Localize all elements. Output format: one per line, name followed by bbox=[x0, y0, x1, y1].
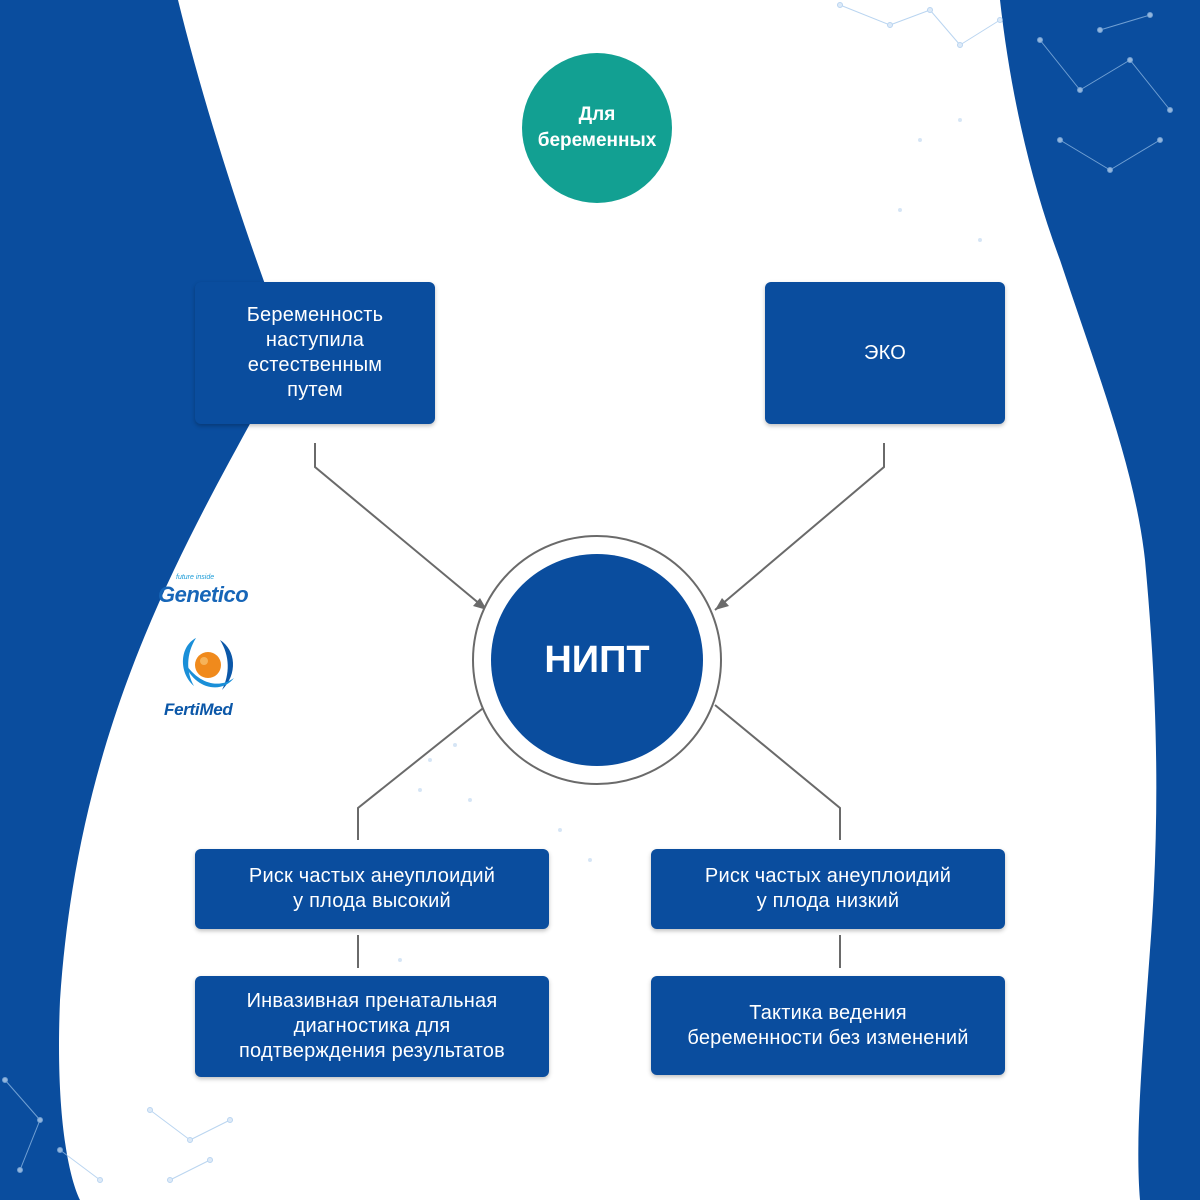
natural-pregnancy-box: Беременность наступила естественным путе… bbox=[195, 282, 435, 424]
arrowhead-right bbox=[715, 598, 729, 610]
fertimed-emblem-icon bbox=[182, 638, 234, 690]
eko-box: ЭКО bbox=[765, 282, 1005, 424]
tactics-box: Тактика ведения беременности без изменен… bbox=[651, 976, 1005, 1075]
connector-nipt-to-high bbox=[357, 704, 488, 840]
connector-nipt-to-low bbox=[714, 704, 841, 840]
nipt-node: НИПТ bbox=[491, 554, 703, 766]
audience-badge: Для беременных bbox=[522, 53, 672, 203]
connectors bbox=[314, 443, 885, 968]
network-decoration-top-right bbox=[837, 2, 1173, 173]
genetico-logo: future inside Genetico bbox=[158, 574, 249, 608]
genetico-tagline: future inside bbox=[176, 574, 215, 581]
connector-eko-to-nipt bbox=[714, 443, 885, 611]
risk-low-box: Риск частых анеуплоидий у плода низкий bbox=[651, 849, 1005, 929]
genetico-wordmark: Genetico bbox=[158, 582, 249, 607]
risk-high-box: Риск частых анеуплоидий у плода высокий bbox=[195, 849, 549, 929]
invasive-diagnostics-box: Инвазивная пренатальная диагностика для … bbox=[195, 976, 549, 1077]
fertimed-logo: FertiMed bbox=[164, 700, 233, 719]
network-decoration-bottom-left bbox=[2, 1077, 233, 1183]
connector-natural-to-nipt bbox=[314, 443, 488, 611]
right-frame-curve bbox=[1000, 0, 1200, 1200]
